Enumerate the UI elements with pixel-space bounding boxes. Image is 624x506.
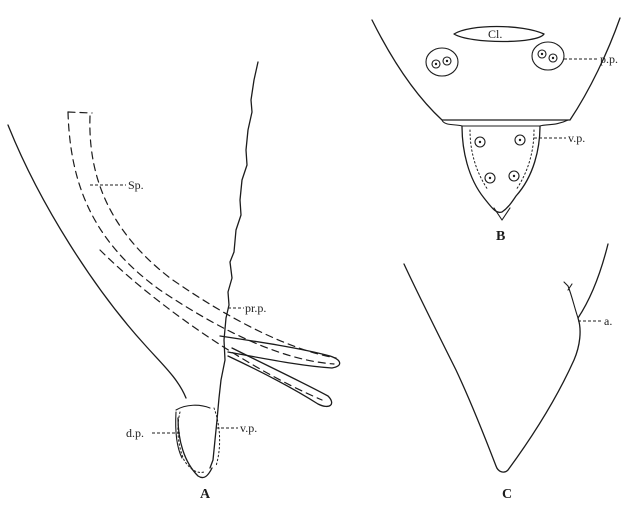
spine-dashed-outer — [68, 112, 334, 364]
label-sp: Sp. — [128, 178, 144, 192]
ventral-process-b — [462, 126, 540, 212]
panel-letter-b: B — [496, 229, 505, 244]
collar-plate — [442, 120, 568, 126]
process-a — [564, 282, 578, 318]
label-pp: p.p. — [600, 52, 618, 66]
panel-letter-a: A — [200, 487, 211, 502]
spine-dashed-cap — [68, 112, 92, 113]
label-dp: d.p. — [126, 426, 144, 440]
blade-outer-lower — [228, 348, 332, 406]
body-outline-right — [210, 62, 258, 468]
panel-a-drawing — [8, 62, 340, 478]
pp-spiracle-right — [532, 42, 564, 70]
ventral-process-tip — [494, 208, 510, 220]
label-a: a. — [604, 314, 612, 328]
label-vp-a: v.p. — [240, 421, 257, 435]
label-prp: pr.p. — [245, 301, 266, 315]
dorsal-margin — [176, 405, 210, 410]
pp-spiracle-left — [426, 48, 458, 76]
spine-dashed-lower — [100, 250, 322, 400]
panel-b-drawing — [372, 18, 620, 220]
label-vp-b: v.p. — [568, 131, 585, 145]
labels: Sp. pr.p. d.p. v.p. Cl. p.p. v.p. a. — [126, 27, 618, 440]
segment-outline-c — [404, 244, 608, 472]
body-outline-left — [8, 125, 186, 398]
dorsal-plate-dotted — [178, 412, 204, 473]
label-cl: Cl. — [488, 27, 502, 41]
panel-letter-c: C — [502, 487, 512, 502]
terminal-tip — [178, 418, 212, 478]
panel-c-drawing — [404, 244, 608, 472]
